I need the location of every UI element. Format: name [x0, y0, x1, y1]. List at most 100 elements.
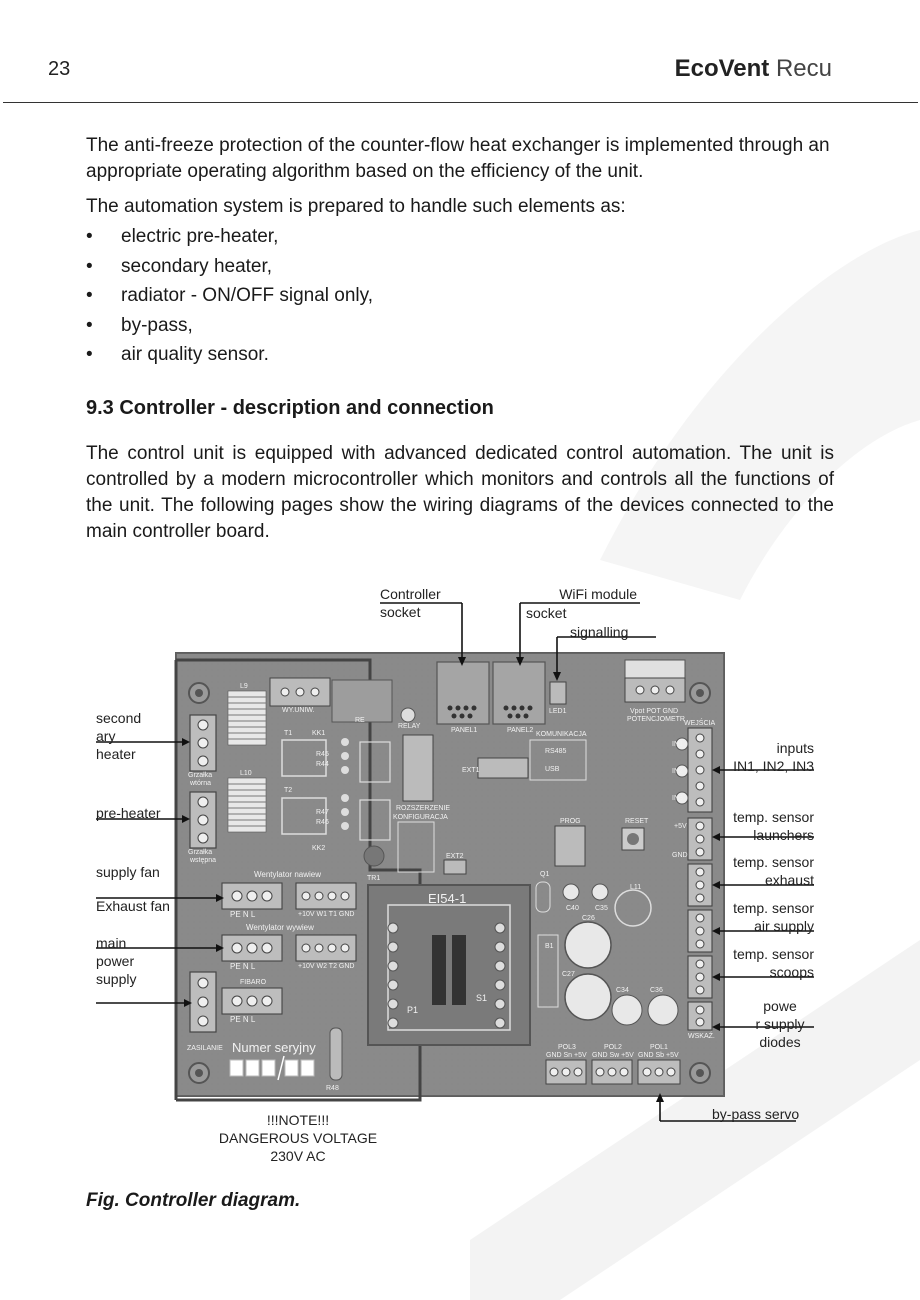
board-label-reset: RESET: [625, 818, 649, 825]
board-label-in1: IN1: [672, 741, 683, 748]
board-label-l11: L11: [630, 884, 641, 891]
intro-paragraph-2: The automation system is prepared to han…: [86, 196, 626, 217]
label-sensor-launchers: temp. sensor launchers: [733, 809, 814, 843]
label-bypass-servo: by-pass servo: [712, 1106, 800, 1122]
board-label-plus5v: +5V: [674, 823, 687, 830]
board-label-wejscia: WEJŚCIA: [684, 718, 715, 727]
label-secondary-heater: second ary heater: [96, 710, 142, 762]
list-item: •secondary heater,: [86, 255, 273, 277]
board-label-10v-w1: +10V W1 T1 GND: [298, 911, 354, 918]
board-label-wentylator-wywiew: Wentylator wywiew: [246, 923, 314, 932]
board-label-l9: L9: [240, 683, 248, 690]
board-label-grzalka-wstepna-2: wstępna: [189, 857, 216, 864]
board-label-c35: C35: [595, 905, 608, 912]
board-label-wskaz: WSKAŹ.: [688, 1031, 715, 1040]
element-list: •electric pre-heater, •secondary heater,…: [86, 222, 373, 370]
board-label-b1: B1: [545, 943, 554, 950]
board-label-c36: C36: [650, 987, 663, 994]
board-label-pol1: POL1: [650, 1044, 668, 1051]
board-label-rs485: RS485: [545, 748, 567, 755]
board-label-numer-seryjny: Numer seryjny: [232, 1040, 316, 1055]
brand-bold: EcoVent: [674, 55, 770, 82]
list-item: •by-pass,: [86, 314, 193, 336]
board-label-vpot: Vpot POT GND: [630, 708, 678, 715]
board-label-gnd-sb: GND Sb +5V: [638, 1052, 679, 1059]
board-label-s1: S1: [476, 993, 487, 1003]
board-label-c26: C26: [582, 915, 595, 922]
board-label-pe-n-l-1: PE N L: [230, 910, 256, 919]
label-inputs: inputs IN1, IN2, IN3: [733, 740, 814, 774]
section-paragraph: The control unit is equipped with advanc…: [86, 443, 834, 542]
label-main-power-supply: main power supply: [96, 935, 137, 987]
label-dangerous-voltage-note: !!!NOTE!!! DANGEROUS VOLTAGE 230V AC: [218, 1112, 378, 1164]
label-sensor-air-supply: temp. sensor air supply: [733, 900, 814, 934]
board-label-komunikacja: KOMUNIKACJA: [536, 731, 587, 738]
controller-board-svg: L9 L10 WY.UNIW. RE RELAY PANEL1 PANEL2 L…: [96, 602, 814, 1122]
board-label-relay: RELAY: [398, 723, 421, 730]
controller-diagram: L9 L10 WY.UNIW. RE RELAY PANEL1 PANEL2 L…: [0, 560, 920, 1180]
board-label-led1: LED1: [549, 708, 567, 715]
board-label-grzalka-wtorna-2: wtórna: [189, 780, 211, 787]
label-pre-heater: pre-heater: [96, 805, 161, 821]
brand-logo: EcoVent Recu: [675, 55, 832, 83]
board-label-p1: P1: [407, 1005, 418, 1015]
intro-paragraph-1: The anti-freeze protection of the counte…: [86, 135, 830, 182]
board-label-ei54: EI54-1: [428, 891, 466, 906]
board-label-in2: IN2: [672, 768, 683, 775]
label-wifi-module: WiFi module: [559, 586, 637, 602]
board-label-rozszerzenie: ROZSZERZENIE: [396, 805, 450, 812]
page-number: 23: [48, 58, 71, 80]
board-label-panel1: PANEL1: [451, 727, 477, 734]
board-label-gnd-sn: GND Sn +5V: [546, 1052, 587, 1059]
board-label-r46: R46: [316, 819, 329, 826]
label-exhaust-fan: Exhaust fan: [96, 898, 170, 914]
board-label-prog: PROG: [560, 818, 581, 825]
board-label-ext2: EXT2: [446, 853, 464, 860]
board-label-pe-n-l-2: PE N L: [230, 962, 256, 971]
board-label-t1: T1: [284, 730, 292, 737]
board-label-zasilanie: ZASILANIE: [187, 1045, 223, 1052]
board-label-ext1: EXT1: [462, 767, 480, 774]
board-label-10v-w2: +10V W2 T2 GND: [298, 963, 354, 970]
board-label-pol3: POL3: [558, 1044, 576, 1051]
board-label-r45: R45: [316, 751, 329, 758]
board-label-gnd-sw: GND Sw +5V: [592, 1052, 634, 1059]
label-wifi-socket: socket: [526, 605, 567, 621]
board-label-r44: R44: [316, 761, 329, 768]
board-label-c34: C34: [616, 987, 629, 994]
board-label-pe-n-l-3: PE N L: [230, 1015, 256, 1024]
header-rule: [3, 102, 918, 103]
board-label-wentylator-nawiew: Wentylator nawiew: [254, 870, 321, 879]
label-supply-fan: supply fan: [96, 864, 160, 880]
label-sensor-exhaust: temp. sensor exhaust: [733, 854, 814, 888]
board-label-fibaro: FIBARO: [240, 979, 267, 986]
board-label-in3: IN3: [672, 795, 683, 802]
label-power-supply-diodes: powe r supply diodes: [755, 998, 805, 1050]
board-label-r48: R48: [326, 1085, 339, 1092]
board-label-re: RE: [355, 717, 365, 724]
board-label-wy-uniw: WY.UNIW.: [282, 707, 315, 714]
board-label-konfiguracja: KONFIGURACJA: [393, 814, 448, 821]
board-label-kk2: KK2: [312, 845, 325, 852]
board-label-potencjometr: POTENCJOMETR: [627, 716, 685, 723]
board-label-grzalka-wstepna: Grzałka: [188, 849, 212, 856]
label-controller-socket: Controller socket: [380, 586, 441, 620]
board-label-l10: L10: [240, 770, 252, 777]
board-label-gnd: GND: [672, 852, 688, 859]
list-item: •electric pre-heater,: [86, 226, 279, 247]
board-label-kk1: KK1: [312, 730, 325, 737]
board-label-usb: USB: [545, 766, 560, 773]
label-sensor-scoops: temp. sensor scoops: [733, 946, 814, 980]
board-label-t2: T2: [284, 787, 292, 794]
brand-light: Recu: [775, 55, 832, 82]
section-title: 9.3 Controller - description and connect…: [86, 397, 494, 419]
list-item: •radiator - ON/OFF signal only,: [86, 285, 374, 306]
figure-caption: Fig. Controller diagram.: [86, 1190, 301, 1211]
board-label-r47: R47: [316, 809, 329, 816]
list-item: •air quality sensor.: [86, 344, 269, 365]
board-label-panel2: PANEL2: [507, 727, 533, 734]
board-label-pol2: POL2: [604, 1044, 622, 1051]
label-signalling: signalling: [570, 624, 629, 640]
board-label-grzalka-wtorna: Grzałka: [188, 772, 212, 779]
board-label-c27: C27: [562, 971, 575, 978]
